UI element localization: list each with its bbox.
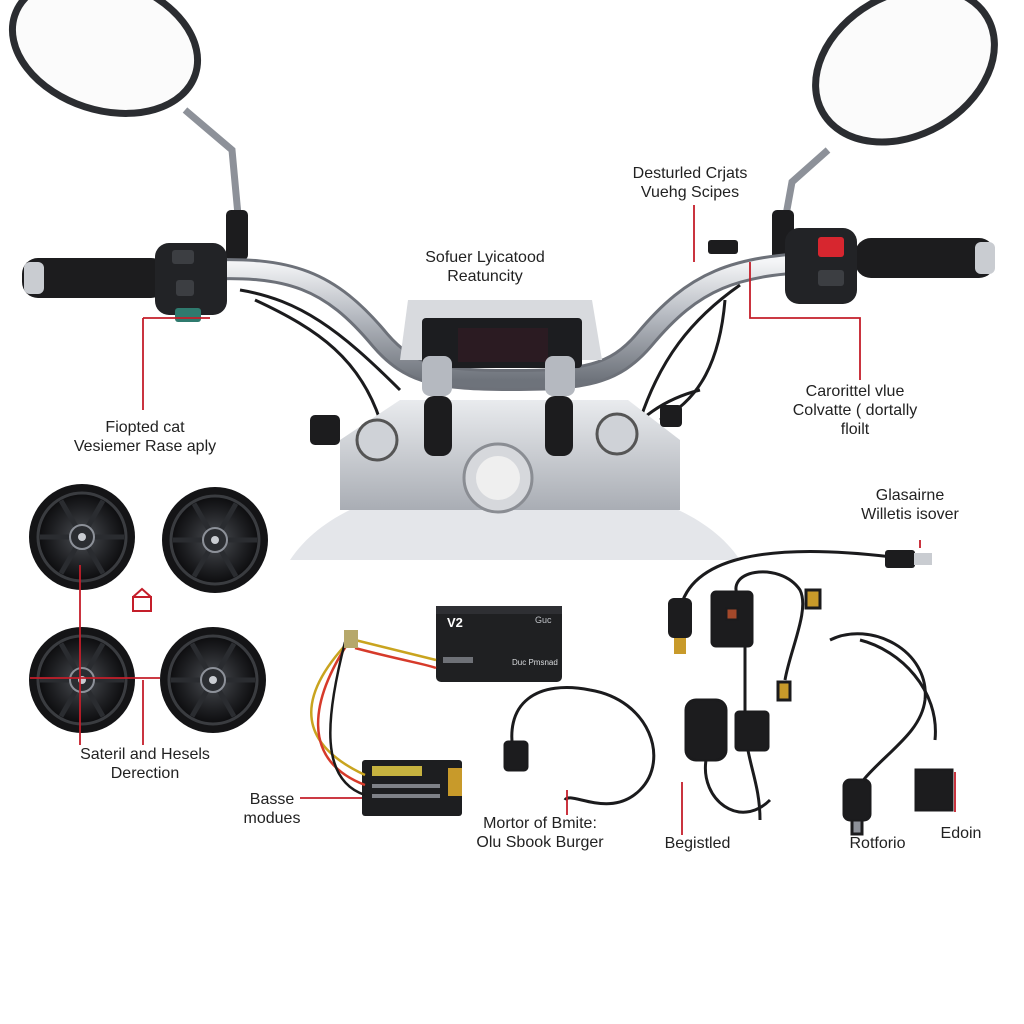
left-switch-housing bbox=[155, 243, 227, 322]
handlebar-risers bbox=[422, 356, 575, 456]
module-icon: V2 Guc Duc Pmsnad bbox=[436, 606, 562, 682]
speaker-icon bbox=[29, 627, 135, 733]
label-begistled: Begistled bbox=[664, 835, 731, 852]
right-switch-housing bbox=[708, 228, 857, 304]
left-mirror-icon bbox=[8, 0, 248, 260]
left-grip bbox=[22, 258, 167, 298]
speaker-group bbox=[29, 484, 268, 733]
usb-plug-icon bbox=[668, 550, 932, 654]
module-wires bbox=[310, 630, 437, 797]
circuit-module-icon bbox=[362, 760, 462, 816]
speaker-link-icon bbox=[132, 587, 152, 612]
label-edoin: Edoin bbox=[940, 825, 982, 842]
label-rotforio: Rotforio bbox=[849, 835, 906, 852]
triple-clamp bbox=[310, 405, 682, 514]
right-mirror-icon bbox=[772, 0, 998, 260]
label-center-bottom: Mortor of Bmite:Olu Sbook Burger bbox=[476, 815, 604, 851]
speaker-icon bbox=[162, 487, 268, 593]
speaker-icon bbox=[160, 627, 266, 733]
leader-lines bbox=[30, 205, 956, 835]
loop-cable-icon bbox=[503, 686, 656, 806]
box-logo: V2 bbox=[447, 615, 463, 630]
cable-icon bbox=[684, 570, 954, 836]
handlebar bbox=[189, 251, 835, 392]
right-grip bbox=[855, 238, 995, 278]
speaker-icon bbox=[29, 484, 135, 590]
box-line: Duc Pmsnad bbox=[512, 658, 558, 667]
instrument-cluster bbox=[400, 300, 602, 368]
box-corner: Guc bbox=[535, 615, 552, 625]
